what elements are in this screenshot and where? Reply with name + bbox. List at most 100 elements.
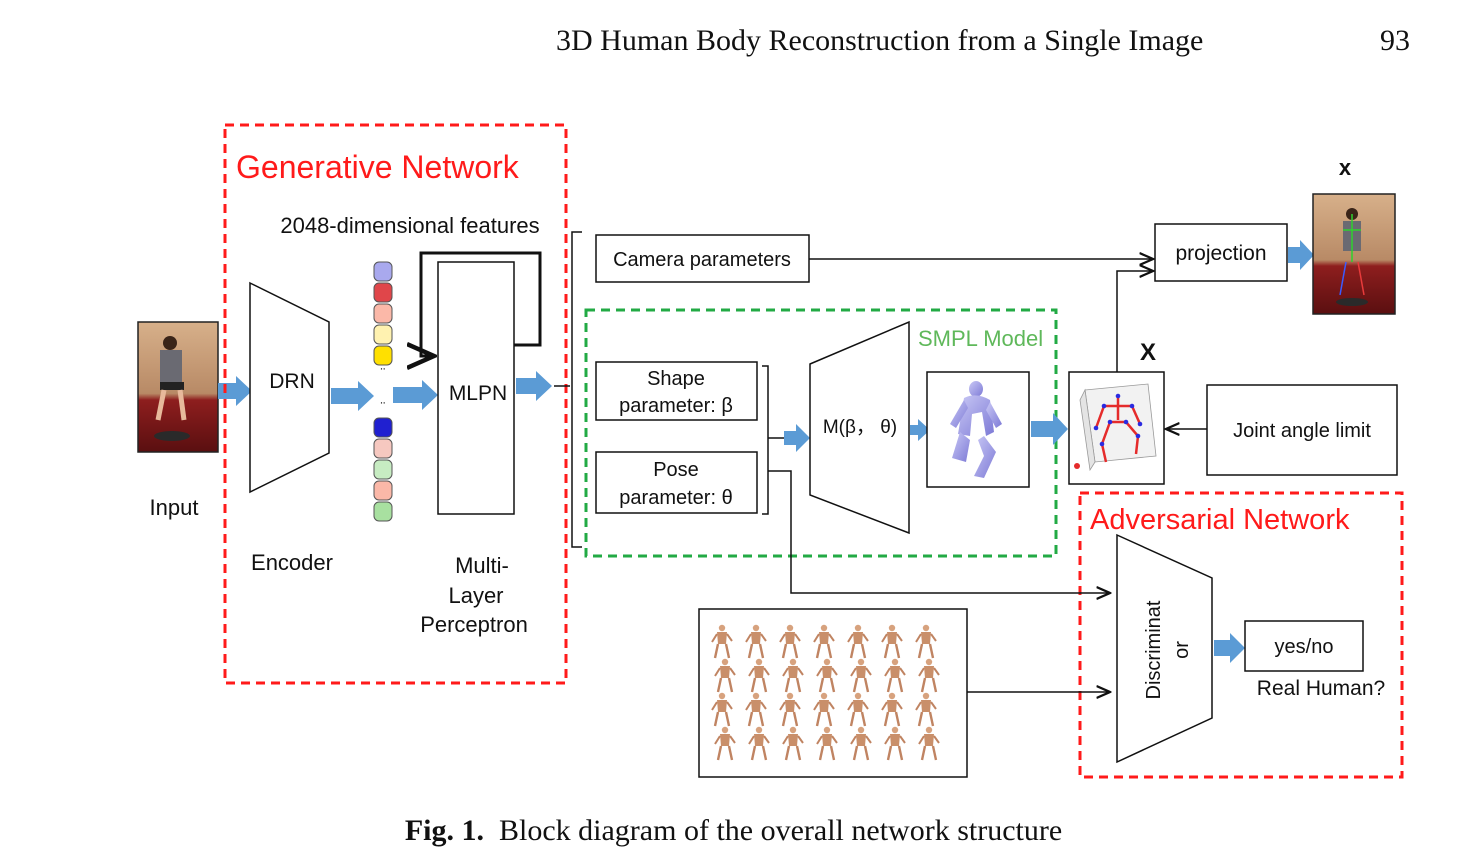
feature-top-cell xyxy=(373,261,393,282)
output-split-bracket xyxy=(571,231,582,548)
feature-bottom-cell xyxy=(373,417,393,438)
real-pose-dataset-figures xyxy=(711,624,940,761)
mlp-label-line-1: Multi- xyxy=(455,553,509,578)
dataset-human-figure xyxy=(714,658,736,693)
mesh-to-joints-arrow xyxy=(1031,413,1068,445)
feature-vector-top xyxy=(373,261,393,366)
shape-parameter-box xyxy=(595,361,758,421)
dataset-human-figure xyxy=(779,692,801,727)
mlp-feedback-loop xyxy=(421,251,542,356)
dataset-human-figure xyxy=(813,692,835,727)
feature-bottom-cell xyxy=(373,501,393,522)
smpl-model-title: SMPL Model xyxy=(918,326,1043,351)
encoder-block xyxy=(249,281,330,494)
dataset-human-figure xyxy=(915,692,937,727)
shape-parameter-line-2: parameter: β xyxy=(619,395,733,417)
mlp-block xyxy=(437,261,515,515)
feature-vector-bottom xyxy=(373,417,393,522)
feature-bottom-cell xyxy=(373,438,393,459)
real-human-question: Real Human? xyxy=(1257,677,1385,700)
discriminator-label-line-2: or xyxy=(1171,641,1193,659)
camera-parameters-label: Camera parameters xyxy=(613,249,791,271)
shape-parameter-line-1: Shape xyxy=(647,368,705,390)
mlp-label: Multi- Layer Perceptron xyxy=(420,553,528,637)
dataset-human-figure xyxy=(782,658,804,693)
joints-to-projection-line xyxy=(1116,271,1153,372)
yes-no-output-box xyxy=(1244,620,1364,672)
caption-text: Block diagram of the overall network str… xyxy=(499,814,1063,847)
input-to-encoder-arrow xyxy=(218,376,252,406)
dataset-human-figure xyxy=(748,658,770,693)
adversarial-network-box xyxy=(1078,491,1404,779)
smpl-function-label: M(β， θ) xyxy=(823,417,897,438)
dataset-human-figure xyxy=(711,692,733,727)
dataset-human-figure xyxy=(816,658,838,693)
pose-to-discriminator-line xyxy=(768,470,1110,593)
joint-angle-limit-box xyxy=(1206,384,1398,476)
smpl-function-block xyxy=(809,320,910,535)
projection-box xyxy=(1154,223,1288,282)
dataset-human-figure xyxy=(711,624,733,659)
joint-angle-limit-label: Joint angle limit xyxy=(1233,420,1371,442)
parameter-bracket xyxy=(762,365,769,515)
discriminator-label-line-1: Discriminat xyxy=(1143,600,1165,699)
params-to-smpl-arrow xyxy=(784,424,810,452)
input-label: Input xyxy=(150,495,199,520)
pose-parameter-line-2: parameter: θ xyxy=(619,487,732,509)
joint-skeleton xyxy=(1074,383,1157,472)
pose-parameter-line-1: Pose xyxy=(653,459,699,481)
dataset-human-figure xyxy=(748,726,770,761)
body-mesh-figure xyxy=(950,381,1002,478)
input-photo xyxy=(137,321,219,453)
feature-top-cell xyxy=(373,282,393,303)
dataset-human-figure xyxy=(881,692,903,727)
feature-bottom-cell xyxy=(373,459,393,480)
feature-top-cell xyxy=(373,324,393,345)
dataset-human-figure xyxy=(745,692,767,727)
dataset-human-figure xyxy=(918,658,940,693)
smpl-to-mesh-arrow xyxy=(910,419,930,441)
dataset-human-figure xyxy=(714,726,736,761)
joints-label: X xyxy=(1140,339,1156,366)
ellipsis-dots-bottom: ¨ xyxy=(381,399,386,415)
mlp-label-line-3: Perceptron xyxy=(420,612,528,637)
projected-image-label: x xyxy=(1339,155,1352,180)
discriminator-to-output-arrow xyxy=(1214,633,1245,663)
mlp-block-label: MLPN xyxy=(449,382,507,405)
features-label: 2048-dimensional features xyxy=(280,213,539,238)
dataset-human-figure xyxy=(918,726,940,761)
adversarial-network-title: Adversarial Network xyxy=(1090,504,1350,536)
dataset-human-figure xyxy=(779,624,801,659)
features-to-mlp-arrow xyxy=(393,380,438,410)
dataset-human-figure xyxy=(816,726,838,761)
encoder-to-features-arrow xyxy=(331,381,374,411)
generative-network-box xyxy=(223,123,568,685)
discriminator-block xyxy=(1116,533,1213,764)
mlp-label-line-2: Layer xyxy=(448,583,503,608)
dataset-human-figure xyxy=(847,692,869,727)
dataset-human-figure xyxy=(813,624,835,659)
dataset-human-figure xyxy=(850,658,872,693)
generative-network-title: Generative Network xyxy=(236,149,520,185)
projected-output-photo xyxy=(1312,193,1396,315)
ellipsis-dots-top: ¨ xyxy=(381,365,386,381)
encoder-label: Encoder xyxy=(251,550,333,575)
yes-no-label: yes/no xyxy=(1275,636,1334,658)
encoder-block-label: DRN xyxy=(269,370,315,393)
dataset-human-figure xyxy=(881,624,903,659)
projection-to-output-arrow xyxy=(1288,240,1314,270)
dataset-human-figure xyxy=(745,624,767,659)
dataset-human-figure xyxy=(850,726,872,761)
dataset-human-figure xyxy=(847,624,869,659)
camera-parameters-box xyxy=(595,234,810,283)
pose-parameter-box xyxy=(595,451,758,514)
mlp-output-arrow xyxy=(516,371,552,401)
dataset-human-figure xyxy=(782,726,804,761)
feature-bottom-cell xyxy=(373,480,393,501)
dataset-human-figure xyxy=(915,624,937,659)
figure-caption: Fig. 1. Block diagram of the overall net… xyxy=(0,814,1467,848)
feature-top-cell xyxy=(373,345,393,366)
running-header-title: 3D Human Body Reconstruction from a Sing… xyxy=(556,24,1204,57)
dataset-human-figure xyxy=(884,658,906,693)
